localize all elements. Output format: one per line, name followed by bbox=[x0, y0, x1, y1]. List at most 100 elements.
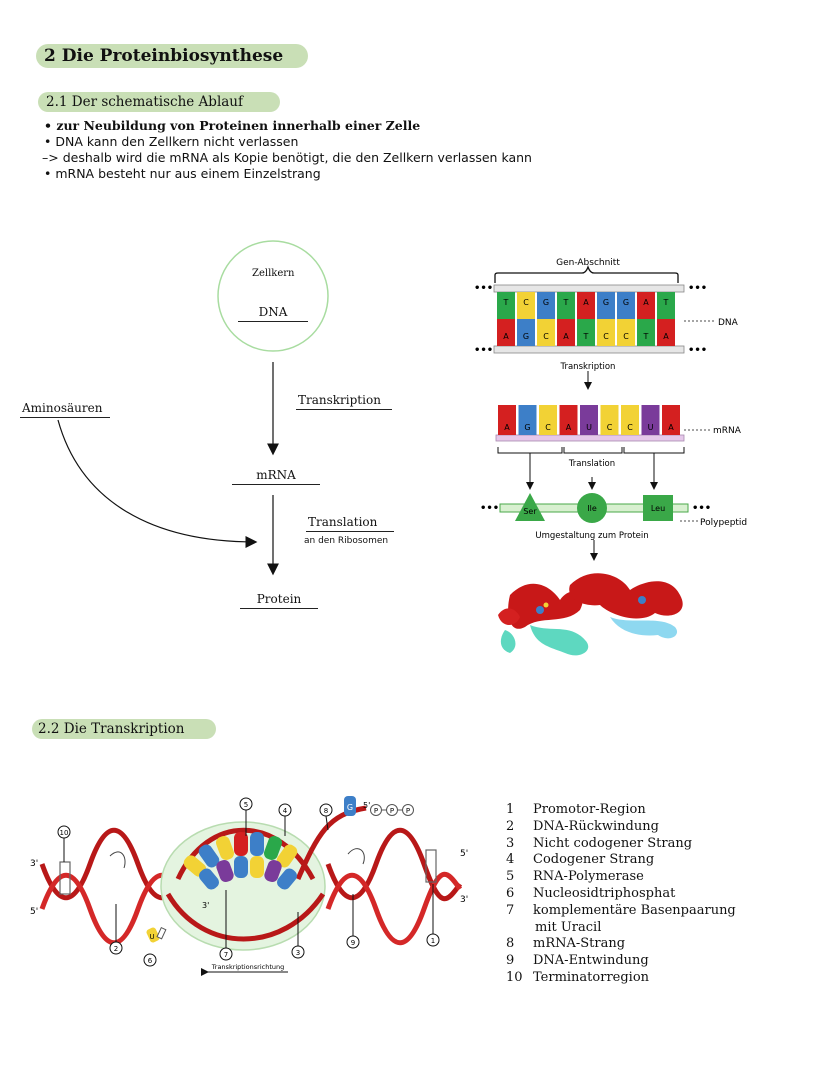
legend-number: 7 bbox=[506, 902, 515, 918]
loose-phosphate bbox=[156, 926, 167, 940]
nucleus-label: Zellkern bbox=[252, 268, 295, 279]
dna-label: DNA bbox=[238, 305, 308, 322]
dna-base-top bbox=[557, 292, 575, 319]
legend-text: Nicht codogener Strang bbox=[533, 835, 693, 851]
polypeptid-label: Polypeptid bbox=[700, 518, 747, 528]
pp-dots-left: ••• bbox=[480, 503, 499, 514]
triphosphate: P P P bbox=[370, 804, 414, 816]
legend-text: Nucleosidtriphosphat bbox=[533, 885, 676, 901]
svg-text:P: P bbox=[406, 807, 410, 815]
end-3-right: 3' bbox=[460, 895, 468, 905]
aa-ser: Ser bbox=[523, 507, 537, 516]
legend-number: 6 bbox=[506, 885, 515, 901]
dna-base-bottom-letter: C bbox=[623, 332, 629, 341]
dna-base-bottom bbox=[537, 319, 555, 346]
legend-text: Codogener Strang bbox=[533, 852, 655, 868]
nucleus-circle bbox=[217, 240, 329, 352]
svg-text:9: 9 bbox=[351, 939, 355, 947]
legend-text: DNA-Rückwindung bbox=[533, 818, 659, 834]
dna-base-top-letter: G bbox=[623, 298, 629, 307]
mrna-base-letter: A bbox=[504, 423, 510, 432]
umgestaltung-label: Umgestaltung zum Protein bbox=[535, 531, 648, 541]
gene-label: Gen-Abschnitt bbox=[556, 258, 620, 268]
svg-text:P: P bbox=[374, 807, 378, 815]
mrna-label-right: mRNA bbox=[713, 426, 742, 436]
dna-base-top bbox=[517, 292, 535, 319]
flow-diagram bbox=[57, 240, 329, 576]
legend-text: mRNA-Strang bbox=[533, 936, 626, 952]
svg-text:2: 2 bbox=[114, 945, 118, 953]
mrna-backbone bbox=[495, 434, 685, 442]
svg-text:P: P bbox=[390, 807, 394, 815]
svg-text:1: 1 bbox=[431, 937, 435, 945]
mrna-base-letter: U bbox=[586, 423, 592, 432]
svg-text:4: 4 bbox=[283, 807, 288, 815]
dna-base-bottom bbox=[517, 319, 535, 346]
legend-item: 9 DNA-Entwindung bbox=[506, 953, 736, 970]
markers: 10 5 4 8 2 6 7 3 9 1 bbox=[57, 797, 440, 967]
legend-number bbox=[506, 920, 533, 937]
legend-text: DNA-Entwindung bbox=[533, 953, 649, 969]
legend-text: Terminatorregion bbox=[533, 969, 650, 985]
dna-base-bottom-letter: T bbox=[583, 332, 589, 341]
svg-text:8: 8 bbox=[324, 807, 328, 815]
dna-base-bottom bbox=[597, 319, 615, 346]
legend-number: 3 bbox=[506, 835, 515, 851]
mrna-base bbox=[641, 405, 660, 435]
bullet-3: –> deshalb wird die mRNA als Kopie benöt… bbox=[42, 150, 532, 165]
svg-text:10: 10 bbox=[60, 829, 69, 837]
legend-number: 4 bbox=[506, 852, 515, 868]
mrna-base bbox=[498, 405, 516, 435]
dna-base-top-letter: A bbox=[643, 298, 649, 307]
aa-ile: Ile bbox=[587, 504, 597, 513]
rewind-arrow bbox=[109, 851, 126, 869]
dna-base-bottom bbox=[657, 319, 675, 346]
legend-item: 6 Nucleosidtriphosphat bbox=[506, 886, 736, 903]
mrna-base bbox=[600, 405, 619, 435]
dna-backbone-bottom bbox=[493, 345, 685, 354]
bullet-1: • zur Neubildung von Proteinen innerhalb… bbox=[44, 118, 421, 133]
dna-base-top bbox=[497, 292, 515, 319]
legend-number: 9 bbox=[506, 953, 515, 969]
loose-nucleotide-letter: U bbox=[149, 933, 154, 941]
mrna-label: mRNA bbox=[232, 468, 320, 485]
base-pairing bbox=[183, 832, 298, 890]
transkription-label: Transkription bbox=[296, 393, 392, 410]
mrna-base-letter: C bbox=[607, 423, 613, 432]
legend-number: 5 bbox=[506, 869, 515, 885]
dna-base-top-letter: T bbox=[503, 298, 509, 307]
svg-text:5: 5 bbox=[244, 801, 248, 809]
dna-base-bottom bbox=[577, 319, 595, 346]
nicht-codogener-strang bbox=[165, 892, 326, 942]
dna-base-bottom-letter: A bbox=[663, 332, 669, 341]
legend-text: RNA-Polymerase bbox=[533, 869, 644, 885]
dna-base-bottom-letter: G bbox=[523, 332, 529, 341]
svg-text:7: 7 bbox=[224, 951, 228, 959]
dna-base-top-letter: G bbox=[543, 298, 549, 307]
mrna-base-letter: C bbox=[545, 423, 551, 432]
transkription-arrow-label: Transkription bbox=[560, 362, 616, 372]
dna-base-bottom bbox=[497, 319, 515, 346]
dna-base-top bbox=[657, 292, 675, 319]
aminosaeuren-label: Aminosäuren bbox=[20, 401, 110, 418]
terminator-box bbox=[59, 861, 71, 895]
protein-label: Protein bbox=[240, 592, 318, 609]
mrna-base bbox=[580, 405, 598, 435]
mrna-base-letter: G bbox=[524, 423, 530, 432]
end-3-bubble: 3' bbox=[202, 901, 209, 910]
ntp-base bbox=[344, 796, 356, 816]
legend-number: 1 bbox=[506, 802, 515, 817]
gene-brace bbox=[494, 264, 679, 283]
dna-backbone-top bbox=[493, 284, 685, 293]
pp-dots-right: ••• bbox=[692, 503, 711, 514]
legend-item: 5 RNA-Polymerase bbox=[506, 869, 736, 886]
dna-dots-left-top: ••• bbox=[474, 283, 493, 294]
promotor-box bbox=[425, 849, 437, 883]
